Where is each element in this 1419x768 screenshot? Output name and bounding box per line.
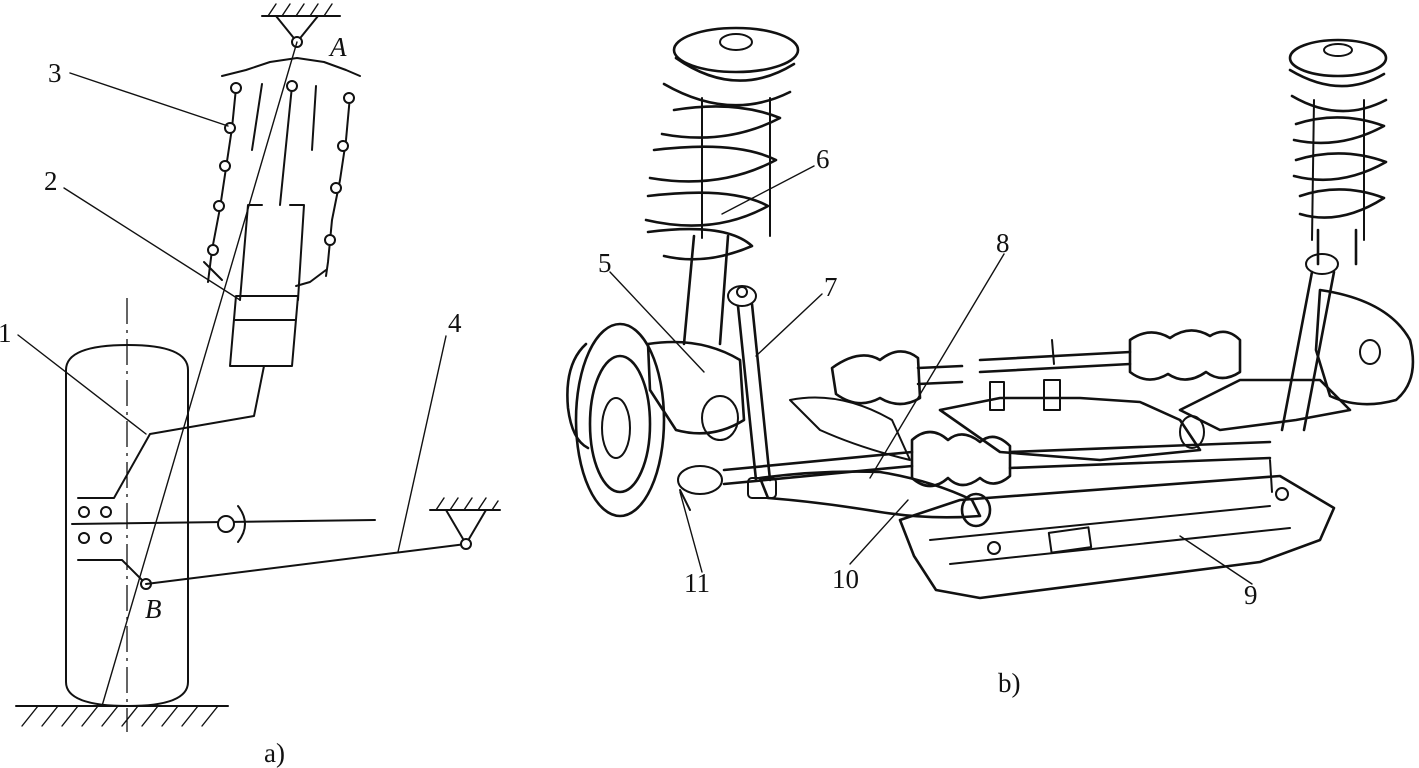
top-ground-support xyxy=(261,3,341,43)
lower-arm-ground-support xyxy=(429,497,501,550)
leader-2 xyxy=(63,187,241,301)
callout-4: 4 xyxy=(448,308,462,338)
steering-tie-rod xyxy=(722,450,914,486)
caption-b: b) xyxy=(998,668,1021,698)
callout-11: 11 xyxy=(684,568,710,598)
steering-knuckle xyxy=(77,365,265,499)
leader-3 xyxy=(69,72,229,127)
road-ground xyxy=(15,705,229,727)
right-coil-spring xyxy=(1288,38,1388,241)
panel-b-perspective: 5 6 7 8 9 10 11 b) xyxy=(566,26,1415,698)
hub-bolts xyxy=(78,506,112,544)
leader-7 xyxy=(755,293,823,357)
callout-6: 6 xyxy=(816,144,830,174)
shock-absorber-body xyxy=(229,204,305,367)
lower-control-arm xyxy=(145,543,467,585)
leader-11 xyxy=(679,491,703,573)
knuckle-lower-line xyxy=(77,559,147,585)
callout-3: 3 xyxy=(48,58,62,88)
point-label-a: A xyxy=(328,32,347,62)
upper-mount-plate xyxy=(221,57,361,77)
callout-8: 8 xyxy=(996,228,1010,258)
callout-1: 1 xyxy=(0,318,12,348)
leader-10 xyxy=(849,499,909,565)
callout-2: 2 xyxy=(44,166,58,196)
left-strut-tube xyxy=(682,234,730,346)
center-assembly xyxy=(938,339,1202,462)
right-drive-shaft xyxy=(1128,329,1242,381)
leader-8 xyxy=(869,253,1005,479)
panel-a-schematic: 1 2 3 4 A B a) xyxy=(0,3,501,768)
wheel-tyre xyxy=(65,298,189,732)
drive-shaft-joint xyxy=(217,515,235,533)
piston-rod xyxy=(279,85,293,206)
steering-rack-boot xyxy=(910,430,1272,488)
callout-7: 7 xyxy=(824,272,838,302)
callout-10: 10 xyxy=(832,564,859,594)
left-knuckle-hub xyxy=(566,322,746,518)
right-strut-and-hub xyxy=(1178,228,1415,493)
leader-9 xyxy=(1179,535,1253,585)
callout-9: 9 xyxy=(1244,580,1258,610)
point-label-b: B xyxy=(145,594,162,624)
left-drive-shaft xyxy=(830,350,964,406)
callout-5: 5 xyxy=(598,248,612,278)
lower-control-arm-b xyxy=(758,470,982,519)
leader-5 xyxy=(609,271,705,373)
leader-4 xyxy=(397,335,447,553)
rod-top-joint xyxy=(286,80,298,92)
leader-1 xyxy=(17,334,147,435)
left-coil-spring xyxy=(644,26,800,261)
coil-spring xyxy=(203,82,355,287)
caption-a: a) xyxy=(264,738,285,768)
subframe-crossmember xyxy=(898,474,1336,600)
kingpin-axis xyxy=(101,41,298,707)
leader-6 xyxy=(721,165,815,215)
